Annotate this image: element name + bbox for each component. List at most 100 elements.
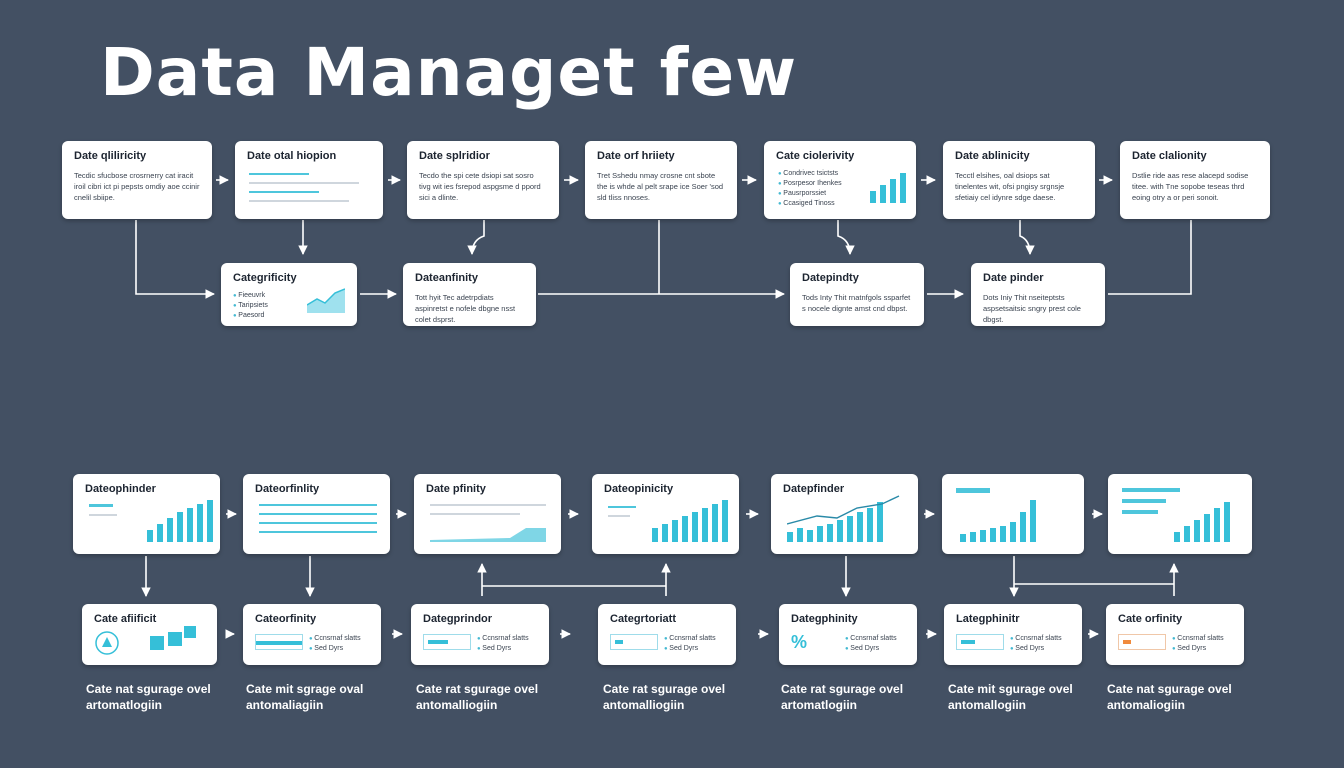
check-item: Taripsiets: [233, 301, 268, 311]
check-item: Pausrporssiet: [778, 189, 842, 199]
status-node-2[interactable]: Cateorfinity Ccnsrnaf slatts Sed Dyrs: [243, 604, 381, 665]
check-item: Posrpesor Ihenkes: [778, 179, 841, 189]
node-title: Datepfinder: [783, 483, 845, 495]
top-node-7[interactable]: Date clalionity Dstlie ride aas rese ala…: [1120, 141, 1270, 219]
trend-line: [787, 495, 900, 525]
progress-bar: [255, 634, 303, 650]
grid-icon: [150, 626, 198, 652]
connector: [467, 220, 485, 255]
node-text: Dots Iniy Thit nseiteptsts aspsetsaitsic…: [983, 293, 1081, 324]
node-title: Dategphinity: [791, 613, 858, 625]
node-text: Tecctl elsihes, oal dsiops sat tinelente…: [955, 171, 1065, 202]
status-node-6[interactable]: Lategphinitr Ccnsrnaf slatts Sed Dyrs: [944, 604, 1082, 665]
legend-item: Ccnsrnaf slatts: [845, 634, 896, 644]
legend: Ccnsrnaf slatts Sed Dyrs: [1010, 634, 1062, 654]
caption-line: antomallogiin: [948, 698, 1026, 712]
connector: [837, 220, 855, 255]
legend-item: Ccnsrnaf slatts: [477, 634, 528, 644]
page-title: Data Managet few: [100, 34, 798, 111]
mini-bar-chart: [870, 163, 906, 203]
node-title: Cate ciolerivity: [776, 150, 855, 162]
node-text: Tecdic sfucbose crosrnerry cat iracit ir…: [74, 171, 200, 202]
check-item: Fieeuvrk: [233, 291, 268, 301]
top-node-1[interactable]: Date qliliricity Tecdic sfucbose crosrne…: [62, 141, 212, 219]
status-node-4[interactable]: Categrtoriatt Ccnsrnaf slatts Sed Dyrs: [598, 604, 736, 665]
caption-line: antomalliogiin: [603, 698, 685, 712]
top-node-3[interactable]: Date splridior Tecdo the spi cete dsiopi…: [407, 141, 559, 219]
chart-node-7[interactable]: [1108, 474, 1252, 554]
caption-line: Cate mit sgrage oval: [246, 682, 364, 696]
mini-bar-chart: [652, 498, 728, 542]
mid-node-2[interactable]: Dateanfinity Tott hyit Tec adetrpdiats a…: [403, 263, 536, 326]
mid-node-1[interactable]: Categrificity Fieeuvrk Taripsiets Paesor…: [221, 263, 357, 326]
progress-bar: [423, 634, 471, 650]
node-title: Date pinder: [983, 272, 1044, 284]
legend: Ccnsrnaf slatts Sed Dyrs: [309, 634, 361, 654]
list-lines: [608, 506, 638, 524]
status-node-1[interactable]: Cate afiificit: [82, 604, 217, 665]
mini-bar-chart: [147, 498, 213, 542]
node-title: Date splridior: [419, 150, 490, 162]
list-lines: [956, 488, 992, 500]
legend: Ccnsrnaf slatts Sed Dyrs: [845, 634, 897, 654]
mini-bar-chart: [1174, 498, 1230, 542]
list-lines: [89, 504, 119, 523]
checklist: Condrivec tsictsts Posrpesor Ihenkes Pau…: [778, 169, 842, 209]
list-lines: [1122, 488, 1182, 521]
node-title: Categrtoriatt: [610, 613, 677, 625]
connector: [1019, 220, 1035, 255]
mini-bar-chart: [960, 498, 1036, 542]
chart-node-3[interactable]: Date pfinity: [414, 474, 561, 554]
node-text: Tecdo the spi cete dsiopi sat sosro tivg…: [419, 171, 541, 202]
node-text: Tods Inty Thit rnatnfgols ssparfet s noc…: [802, 293, 911, 313]
node-title: Cate orfinity: [1118, 613, 1183, 625]
legend-item: Sed Dyrs: [1172, 644, 1224, 654]
chart-node-6[interactable]: [942, 474, 1084, 554]
node-title: Cateorfinity: [255, 613, 317, 625]
legend-item: Sed Dyrs: [309, 644, 361, 654]
node-title: Dateanfinity: [415, 272, 478, 284]
chart-node-2[interactable]: Dateorfinlity: [243, 474, 390, 554]
chart-node-5[interactable]: Datepfinder: [771, 474, 918, 554]
status-node-5[interactable]: Dategphinity % Ccnsrnaf slatts Sed Dyrs: [779, 604, 917, 665]
node-title: Datepindty: [802, 272, 859, 284]
node-title: Date pfinity: [426, 483, 486, 495]
sparkline: [307, 288, 345, 313]
node-title: Dateorfinlity: [255, 483, 320, 495]
caption-line: Cate rat sgurage ovel: [416, 682, 539, 696]
status-node-7[interactable]: Cate orfinity Ccnsrnaf slatts Sed Dyrs: [1106, 604, 1244, 665]
node-title: Categrificity: [233, 272, 297, 284]
node-text: Dstlie ride aas rese alacepd sodise tite…: [1132, 171, 1249, 202]
top-node-6[interactable]: Date ablinicity Tecctl elsihes, oal dsio…: [943, 141, 1095, 219]
legend-item: Sed Dyrs: [1010, 644, 1062, 654]
node-text: Tott hyit Tec adetrpdiats aspinretst e n…: [415, 293, 516, 324]
legend: Ccnsrnaf slatts Sed Dyrs: [477, 634, 529, 654]
chart-node-1[interactable]: Dateophinder: [73, 474, 220, 554]
chart-node-4[interactable]: Dateopinicity: [592, 474, 739, 554]
top-node-4[interactable]: Date orf hriiety Tret Sshedu nmay crosne…: [585, 141, 737, 219]
node-title: Date otal hiopion: [247, 150, 337, 162]
node-title: Dateopinicity: [604, 483, 674, 495]
legend-item: Sed Dyrs: [845, 644, 897, 654]
mid-node-3[interactable]: Datepindty Tods Inty Thit rnatnfgols ssp…: [790, 263, 924, 326]
caption-line: Cate mit sgurage ovel: [948, 682, 1073, 696]
connector: [1108, 220, 1192, 295]
caption-line: Cate rat sgurage ovel: [781, 682, 904, 696]
list-lines: [430, 504, 546, 522]
node-title: Cate afiificit: [94, 613, 157, 625]
legend-item: Ccnsrnaf slatts: [1172, 634, 1223, 644]
legend-item: Ccnsrnaf slatts: [309, 634, 360, 644]
checklist: Fieeuvrk Taripsiets Paesord: [233, 291, 268, 321]
legend-item: Ccnsrnaf slatts: [1010, 634, 1061, 644]
caption-line: antomalliogiin: [416, 698, 498, 712]
mini-bar-chart: [787, 498, 883, 542]
node-title: Date ablinicity: [955, 150, 1030, 162]
top-node-2[interactable]: Date otal hiopion: [235, 141, 383, 219]
mid-node-4[interactable]: Date pinder Dots Iniy Thit nseiteptsts a…: [971, 263, 1105, 326]
status-node-3[interactable]: Dategprindor Ccnsrnaf slatts Sed Dyrs: [411, 604, 549, 665]
check-item: Condrivec tsictsts: [778, 169, 842, 179]
legend-item: Sed Dyrs: [664, 644, 716, 654]
check-item: Paesord: [233, 311, 268, 321]
top-node-5[interactable]: Cate ciolerivity Condrivec tsictsts Posr…: [764, 141, 916, 219]
legend-item: Sed Dyrs: [477, 644, 529, 654]
